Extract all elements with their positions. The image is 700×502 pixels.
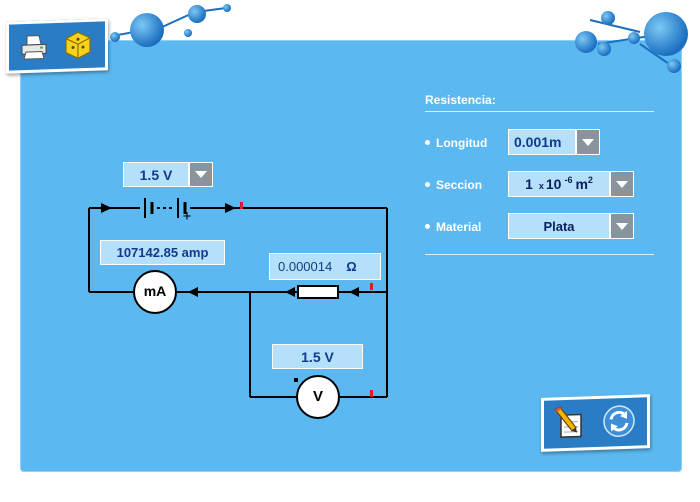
- resistance-display: 0.000014 Ω: [269, 253, 381, 280]
- resistance-value: 0.000014: [278, 259, 333, 274]
- longitud-label: Longitud: [425, 136, 487, 150]
- chevron-down-icon: [582, 138, 594, 146]
- battery-voltage-value: 1.5 V: [139, 166, 173, 183]
- seccion-exp: -6: [564, 175, 573, 185]
- chevron-down-icon: [616, 180, 628, 188]
- print-button[interactable]: [15, 27, 53, 66]
- notepad-pencil-icon: [554, 406, 582, 438]
- chevron-down-icon: [195, 171, 207, 178]
- seccion-base: 10: [545, 176, 562, 192]
- seccion-label: Seccion: [425, 178, 482, 192]
- voltmeter-reading-display: 1.5 V: [272, 344, 363, 369]
- longitud-dropdown[interactable]: [576, 129, 600, 155]
- current-reading-display: 107142.85 amp: [100, 240, 225, 265]
- bullet-icon: [425, 182, 430, 188]
- seccion-coef: 1: [525, 176, 533, 192]
- printer-icon: [21, 35, 47, 60]
- resistance-unit: Ω: [346, 259, 357, 274]
- seccion-times: x: [538, 181, 544, 191]
- cube-icon: [65, 31, 91, 59]
- seccion-field[interactable]: 1 x 10 -6 m 2: [508, 171, 610, 197]
- bullet-icon: [425, 224, 430, 230]
- material-label: Material: [425, 220, 481, 234]
- material-value: Plata: [543, 218, 575, 234]
- material-dropdown[interactable]: [610, 213, 634, 239]
- bottom-toolbox: [541, 394, 650, 452]
- material-field[interactable]: Plata: [508, 213, 610, 239]
- bullet-icon: [425, 140, 430, 146]
- top-toolbox: [6, 18, 108, 74]
- battery-voltage-dropdown[interactable]: [189, 162, 213, 187]
- battery-plus-sign: +: [182, 208, 192, 225]
- voltmeter-label: V: [312, 388, 323, 405]
- refresh-button[interactable]: [600, 402, 638, 441]
- current-reading-value: 107142.85 amp: [116, 245, 209, 260]
- ammeter-label: mA: [143, 283, 167, 299]
- resistencia-divider-bottom: [425, 254, 654, 255]
- seccion-unit: m: [575, 176, 588, 192]
- cube-button[interactable]: [59, 26, 97, 65]
- refresh-icon: [603, 405, 635, 437]
- resistencia-title: Resistencia:: [425, 93, 496, 107]
- chevron-down-icon: [616, 222, 628, 230]
- seccion-dropdown[interactable]: [610, 171, 634, 197]
- voltmeter-reading-value: 1.5 V: [301, 348, 334, 365]
- longitud-field[interactable]: 0.001m: [508, 129, 576, 155]
- notes-button[interactable]: [550, 403, 588, 442]
- seccion-unit-exp: 2: [587, 175, 593, 185]
- resistencia-divider-top: [425, 111, 654, 112]
- battery-voltage-field[interactable]: 1.5 V: [123, 162, 189, 187]
- longitud-value: 0.001m: [514, 134, 562, 150]
